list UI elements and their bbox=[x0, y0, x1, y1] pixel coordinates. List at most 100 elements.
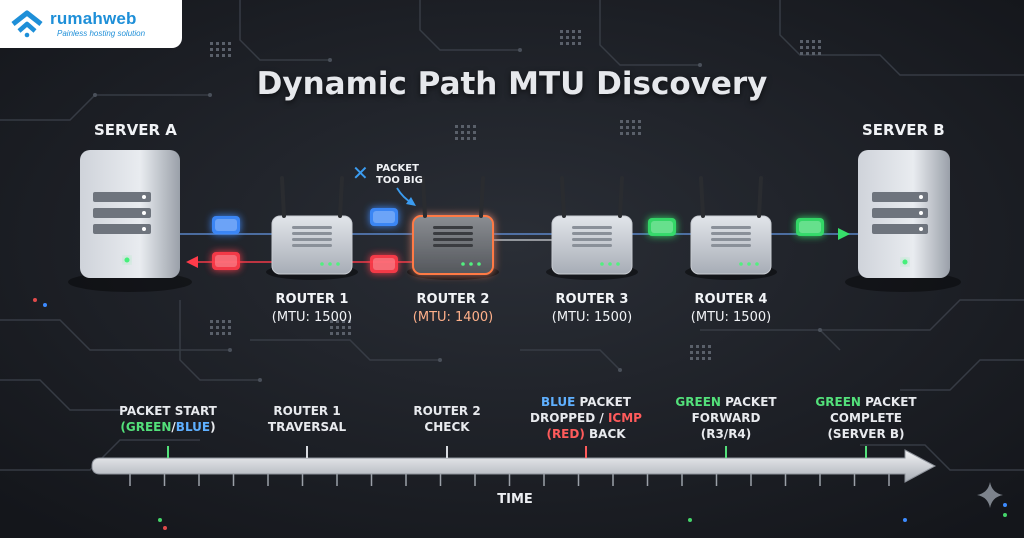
chip-dot bbox=[216, 320, 219, 323]
chip-dot bbox=[560, 30, 563, 33]
event-text-part: GREEN bbox=[675, 395, 721, 409]
chip-dot bbox=[626, 126, 629, 129]
chip-dot bbox=[473, 137, 476, 140]
chip-dot bbox=[818, 40, 821, 43]
router-3-icon bbox=[546, 176, 638, 280]
time-axis-label: TIME bbox=[497, 492, 533, 507]
chip-dot bbox=[812, 52, 815, 55]
chip-dot bbox=[336, 320, 339, 323]
diagram-title: Dynamic Path MTU Discovery bbox=[256, 66, 768, 102]
chip-dot bbox=[632, 132, 635, 135]
chip-dot bbox=[216, 42, 219, 45]
chip-dot bbox=[228, 326, 231, 329]
chip-dot bbox=[467, 125, 470, 128]
router-name: ROUTER 4 bbox=[694, 292, 768, 307]
warning-line-1: PACKET bbox=[376, 163, 419, 174]
chip-dot bbox=[702, 351, 705, 354]
chip-dot bbox=[222, 54, 225, 57]
chip-dot bbox=[228, 48, 231, 51]
chip-dot bbox=[708, 357, 711, 360]
event-text-part: (SERVER B) bbox=[827, 427, 905, 441]
chip-dot bbox=[330, 320, 333, 323]
chip-dot bbox=[806, 40, 809, 43]
chip-dot bbox=[473, 131, 476, 134]
chip-dot bbox=[210, 48, 213, 51]
chip-dot bbox=[690, 351, 693, 354]
brand-logo[interactable]: rumahweb Painless hosting solution bbox=[0, 0, 182, 48]
brand-tagline: Painless hosting solution bbox=[57, 29, 146, 38]
chip-dot bbox=[461, 131, 464, 134]
chip-dot bbox=[620, 132, 623, 135]
chip-dot bbox=[330, 332, 333, 335]
chip-dot bbox=[806, 52, 809, 55]
event-text-part: CHECK bbox=[424, 420, 470, 434]
chip-dot bbox=[348, 332, 351, 335]
red-icmp-packet-1 bbox=[212, 252, 240, 270]
router-4-label: ROUTER 4 (MTU: 1500) bbox=[661, 291, 801, 327]
event-text-part: ICMP bbox=[607, 411, 642, 425]
event-text-part: (R3/R4) bbox=[700, 427, 752, 441]
chip-dot bbox=[690, 357, 693, 360]
router-name: ROUTER 2 bbox=[416, 292, 490, 307]
chip-dot bbox=[818, 46, 821, 49]
chip-dot bbox=[800, 46, 803, 49]
event-text-part: GREEN bbox=[815, 395, 861, 409]
chip-dot bbox=[626, 120, 629, 123]
chip-dot bbox=[216, 332, 219, 335]
chip-dot bbox=[620, 120, 623, 123]
chip-dot bbox=[222, 326, 225, 329]
chip-dot bbox=[620, 126, 623, 129]
chip-dot bbox=[216, 326, 219, 329]
router-name: ROUTER 3 bbox=[555, 292, 629, 307]
event-text-part: BLUE bbox=[175, 420, 211, 434]
chip-dot bbox=[572, 42, 575, 45]
router-mtu: (MTU: 1500) bbox=[690, 310, 772, 325]
chip-dot bbox=[210, 326, 213, 329]
chip-dot bbox=[702, 357, 705, 360]
router-mtu: (MTU: 1500) bbox=[551, 310, 633, 325]
chip-dot bbox=[455, 137, 458, 140]
status-led-dot bbox=[43, 303, 47, 307]
event-text-part: BACK bbox=[584, 427, 626, 441]
event-text-part: (GREEN bbox=[120, 420, 172, 434]
chip-dot bbox=[467, 137, 470, 140]
chip-dot bbox=[330, 326, 333, 329]
router-2-icon bbox=[407, 176, 499, 280]
chip-dot bbox=[348, 326, 351, 329]
chip-dot bbox=[228, 54, 231, 57]
chip-dot bbox=[812, 46, 815, 49]
timeline-event-1-label: PACKET START(GREEN/BLUE) bbox=[93, 403, 243, 435]
router-1-icon bbox=[266, 176, 358, 280]
chip-dot bbox=[222, 320, 225, 323]
chip-dot bbox=[228, 320, 231, 323]
router-mtu: (MTU: 1400) bbox=[412, 310, 494, 325]
chip-dot bbox=[228, 332, 231, 335]
chip-dot bbox=[632, 120, 635, 123]
timeline-axis bbox=[91, 449, 937, 483]
chip-dot bbox=[566, 36, 569, 39]
server-a-label: SERVER A bbox=[94, 121, 177, 139]
router-name: ROUTER 1 bbox=[275, 292, 349, 307]
router-2-label: ROUTER 2 (MTU: 1400) bbox=[383, 291, 523, 327]
router-3-label: ROUTER 3 (MTU: 1500) bbox=[522, 291, 662, 327]
server-b-label: SERVER B bbox=[862, 121, 945, 139]
chip-dot bbox=[696, 345, 699, 348]
router-mtu: (MTU: 1500) bbox=[271, 310, 353, 325]
chip-dot bbox=[578, 42, 581, 45]
chip-dot bbox=[690, 345, 693, 348]
chip-dot bbox=[818, 52, 821, 55]
chip-dot bbox=[638, 120, 641, 123]
chip-dot bbox=[222, 332, 225, 335]
chip-dot bbox=[461, 137, 464, 140]
chip-dot bbox=[578, 36, 581, 39]
red-icmp-packet-2 bbox=[370, 255, 398, 273]
blue-packet-1 bbox=[212, 216, 240, 234]
status-led-dot bbox=[158, 518, 162, 522]
chip-dot bbox=[342, 332, 345, 335]
chip-dot bbox=[210, 332, 213, 335]
chip-dot bbox=[632, 126, 635, 129]
